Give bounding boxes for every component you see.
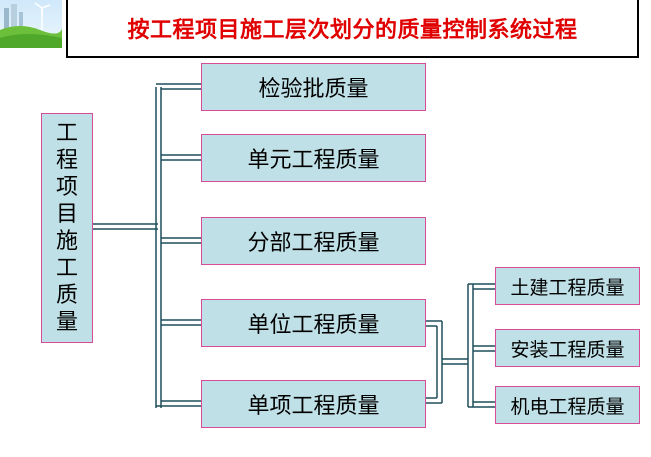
- node-level1-5: 单项工程质量: [201, 380, 426, 428]
- root-node-char: 施: [55, 229, 78, 254]
- page-title: 按工程项目施工层次划分的质量控制系统过程: [127, 18, 578, 43]
- root-node-char: 项: [55, 175, 78, 200]
- node-level2-1: 土建工程质量: [495, 267, 640, 305]
- root-node: 工程项目施工质量: [41, 113, 93, 343]
- wind-turbine-landscape-icon: [0, 0, 62, 48]
- root-node-char: 质: [55, 283, 78, 308]
- node-level1-2: 单元工程质量: [201, 134, 426, 182]
- root-node-char: 量: [55, 310, 78, 335]
- node-level1-3: 分部工程质量: [201, 217, 426, 265]
- level1-spine: [155, 87, 162, 408]
- root-node-char: 程: [55, 148, 78, 173]
- root-node-char: 目: [55, 202, 78, 227]
- root-node-char: 工: [55, 121, 78, 146]
- title-box: 按工程项目施工层次划分的质量控制系统过程: [66, 0, 639, 58]
- level2-merge-connectors: [426, 320, 468, 404]
- node-level1-4: 单位工程质量: [201, 299, 426, 347]
- node-level2-3: 机电工程质量: [495, 386, 640, 424]
- level2-spine: [467, 284, 474, 407]
- root-trunk-connector: [93, 223, 158, 230]
- root-node-char: 工: [55, 256, 78, 281]
- node-level2-2: 安装工程质量: [495, 329, 640, 367]
- node-level1-1: 检验批质量: [201, 63, 426, 111]
- level1-branch-connectors: [156, 83, 201, 407]
- level2-branch-connectors: [468, 283, 495, 408]
